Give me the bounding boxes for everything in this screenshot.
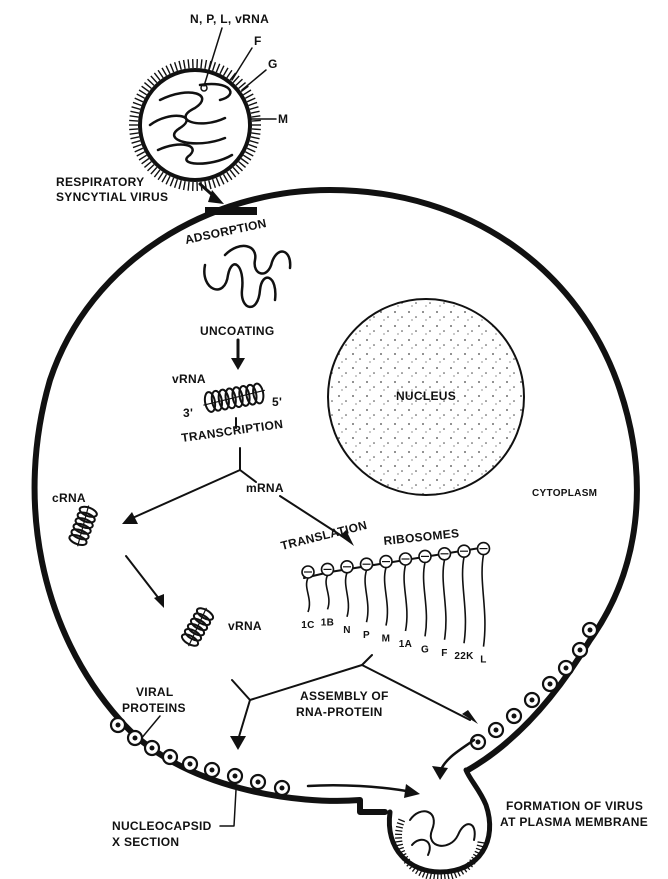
gene-label-22K: 22K bbox=[454, 651, 474, 662]
assembly-line-1: ASSEMBLY OF bbox=[300, 689, 389, 703]
nucleocapsid-line-1: NUCLEOCAPSID bbox=[112, 819, 212, 833]
nucleocapsid-line-2: X SECTION bbox=[112, 835, 179, 849]
viral-proteins-line-2: PROTEINS bbox=[122, 701, 186, 715]
formation-line-1: FORMATION OF VIRUS bbox=[506, 799, 643, 813]
adsorption-spikes bbox=[205, 207, 257, 215]
gene-label-N: N bbox=[343, 625, 351, 636]
virion bbox=[129, 59, 261, 191]
gene-label-F: F bbox=[441, 648, 447, 659]
vrna-helix-bottom bbox=[179, 604, 216, 649]
three-prime-label: 3' bbox=[183, 406, 193, 420]
m-protein-label: M bbox=[278, 112, 288, 126]
polypeptide-1C bbox=[307, 578, 310, 612]
crna-helix bbox=[67, 503, 98, 549]
vrna-top-label: vRNA bbox=[172, 372, 206, 386]
gene-label-M: M bbox=[382, 634, 391, 645]
crna-label: cRNA bbox=[52, 491, 86, 505]
gene-label-1C: 1C bbox=[301, 620, 314, 631]
cytoplasm-label: CYTOPLASM bbox=[532, 488, 597, 499]
polypeptide-L bbox=[482, 555, 485, 647]
polypeptide-1B bbox=[326, 575, 329, 609]
mrna-label: mRNA bbox=[246, 481, 284, 495]
g-protein-label: G bbox=[268, 57, 278, 71]
nucleus-label: NUCLEUS bbox=[396, 389, 456, 403]
gene-label-P: P bbox=[363, 630, 370, 641]
polypeptide-N bbox=[346, 573, 349, 617]
ribosomes-label: RIBOSOMES bbox=[383, 526, 460, 548]
ribosome-group: 1C 1B N P M 1A G F 22K L bbox=[301, 543, 489, 666]
translation-label: TRANSLATION bbox=[279, 518, 368, 553]
budding-virion bbox=[389, 770, 489, 879]
assembly-line-2: RNA-PROTEIN bbox=[296, 705, 383, 719]
uncoating-label: UNCOATING bbox=[200, 324, 274, 338]
vrna-bottom-label: vRNA bbox=[228, 619, 262, 633]
gene-label-L: L bbox=[480, 655, 486, 666]
polypeptide-G bbox=[424, 562, 427, 636]
polypeptide-22K bbox=[463, 557, 466, 643]
formation-line-2: AT PLASMA MEMBRANE bbox=[500, 815, 648, 829]
virus-name-line-2: SYNCYTIAL VIRUS bbox=[56, 190, 168, 204]
gene-label-G: G bbox=[421, 644, 429, 655]
viral-proteins-line-1: VIRAL bbox=[136, 685, 174, 699]
transcription-label: TRANSCRIPTION bbox=[180, 417, 284, 445]
uncoated-nucleocapsid bbox=[204, 246, 290, 307]
virus-name-line-1: RESPIRATORY bbox=[56, 175, 144, 189]
polypeptide-M bbox=[385, 568, 388, 626]
gene-label-1B: 1B bbox=[321, 617, 334, 628]
vrna-helix-top bbox=[201, 382, 267, 413]
gene-label-1A: 1A bbox=[399, 639, 412, 650]
f-protein-label: F bbox=[254, 34, 262, 48]
five-prime-label: 5' bbox=[272, 395, 282, 409]
nucleus: NUCLEUS bbox=[328, 299, 524, 495]
polypeptide-F bbox=[443, 560, 446, 640]
virion-components-label: N, P, L, vRNA bbox=[190, 12, 269, 26]
polypeptide-P bbox=[365, 570, 368, 622]
polypeptide-1A bbox=[404, 565, 407, 631]
